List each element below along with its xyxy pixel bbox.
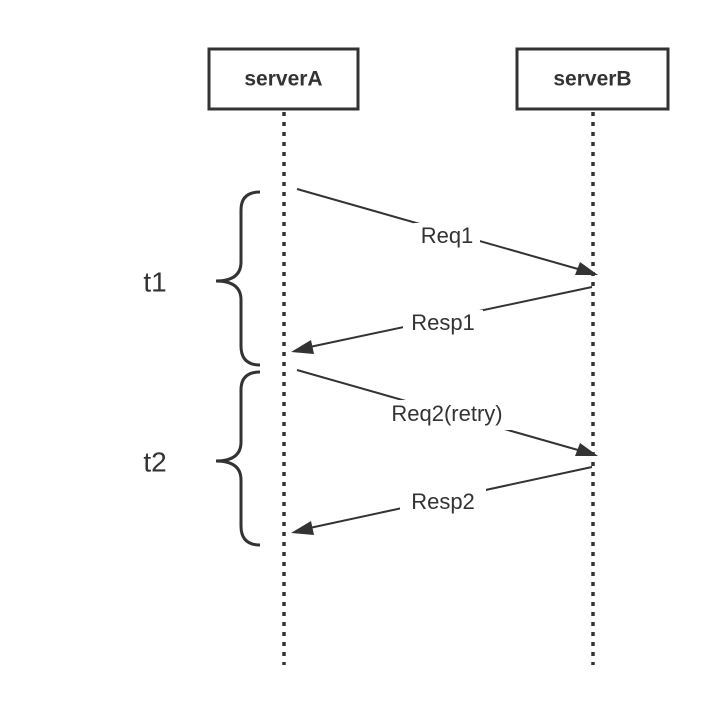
message-resp2: Resp2 [291, 466, 593, 535]
participant-label-server-a: serverA [244, 68, 322, 91]
message-resp1-label-bg [403, 310, 483, 338]
interval-t1: t1 [143, 190, 261, 367]
message-req1-label-bg [414, 223, 480, 251]
message-req2: Req2(retry) [296, 369, 598, 456]
interval-t1-brace [215, 190, 261, 367]
message-resp2-label-bg [400, 488, 486, 518]
message-req2-label-bg [371, 400, 523, 430]
message-resp2-label: Resp2 [411, 489, 475, 514]
message-req1-arrowhead [575, 262, 598, 275]
message-resp1-arrowhead [291, 340, 314, 354]
participant-server-b: serverB [515, 47, 670, 111]
participant-label-server-b: serverB [553, 68, 631, 91]
message-req2-arrowhead [575, 443, 598, 456]
message-req2-label: Req2(retry) [391, 401, 502, 426]
interval-t1-label: t1 [143, 266, 166, 297]
message-req1: Req1 [296, 188, 598, 275]
interval-t2-label: t2 [143, 446, 166, 477]
participant-box-server-b [515, 47, 670, 111]
participant-box-server-a [207, 47, 360, 111]
message-req1-label: Req1 [421, 223, 474, 248]
participant-server-a: serverA [207, 47, 360, 111]
message-resp1-label: Resp1 [411, 310, 475, 335]
message-resp1: Resp1 [291, 286, 593, 354]
message-resp2-arrowhead [291, 521, 314, 535]
interval-t2: t2 [143, 370, 261, 547]
interval-t2-brace [215, 370, 261, 547]
